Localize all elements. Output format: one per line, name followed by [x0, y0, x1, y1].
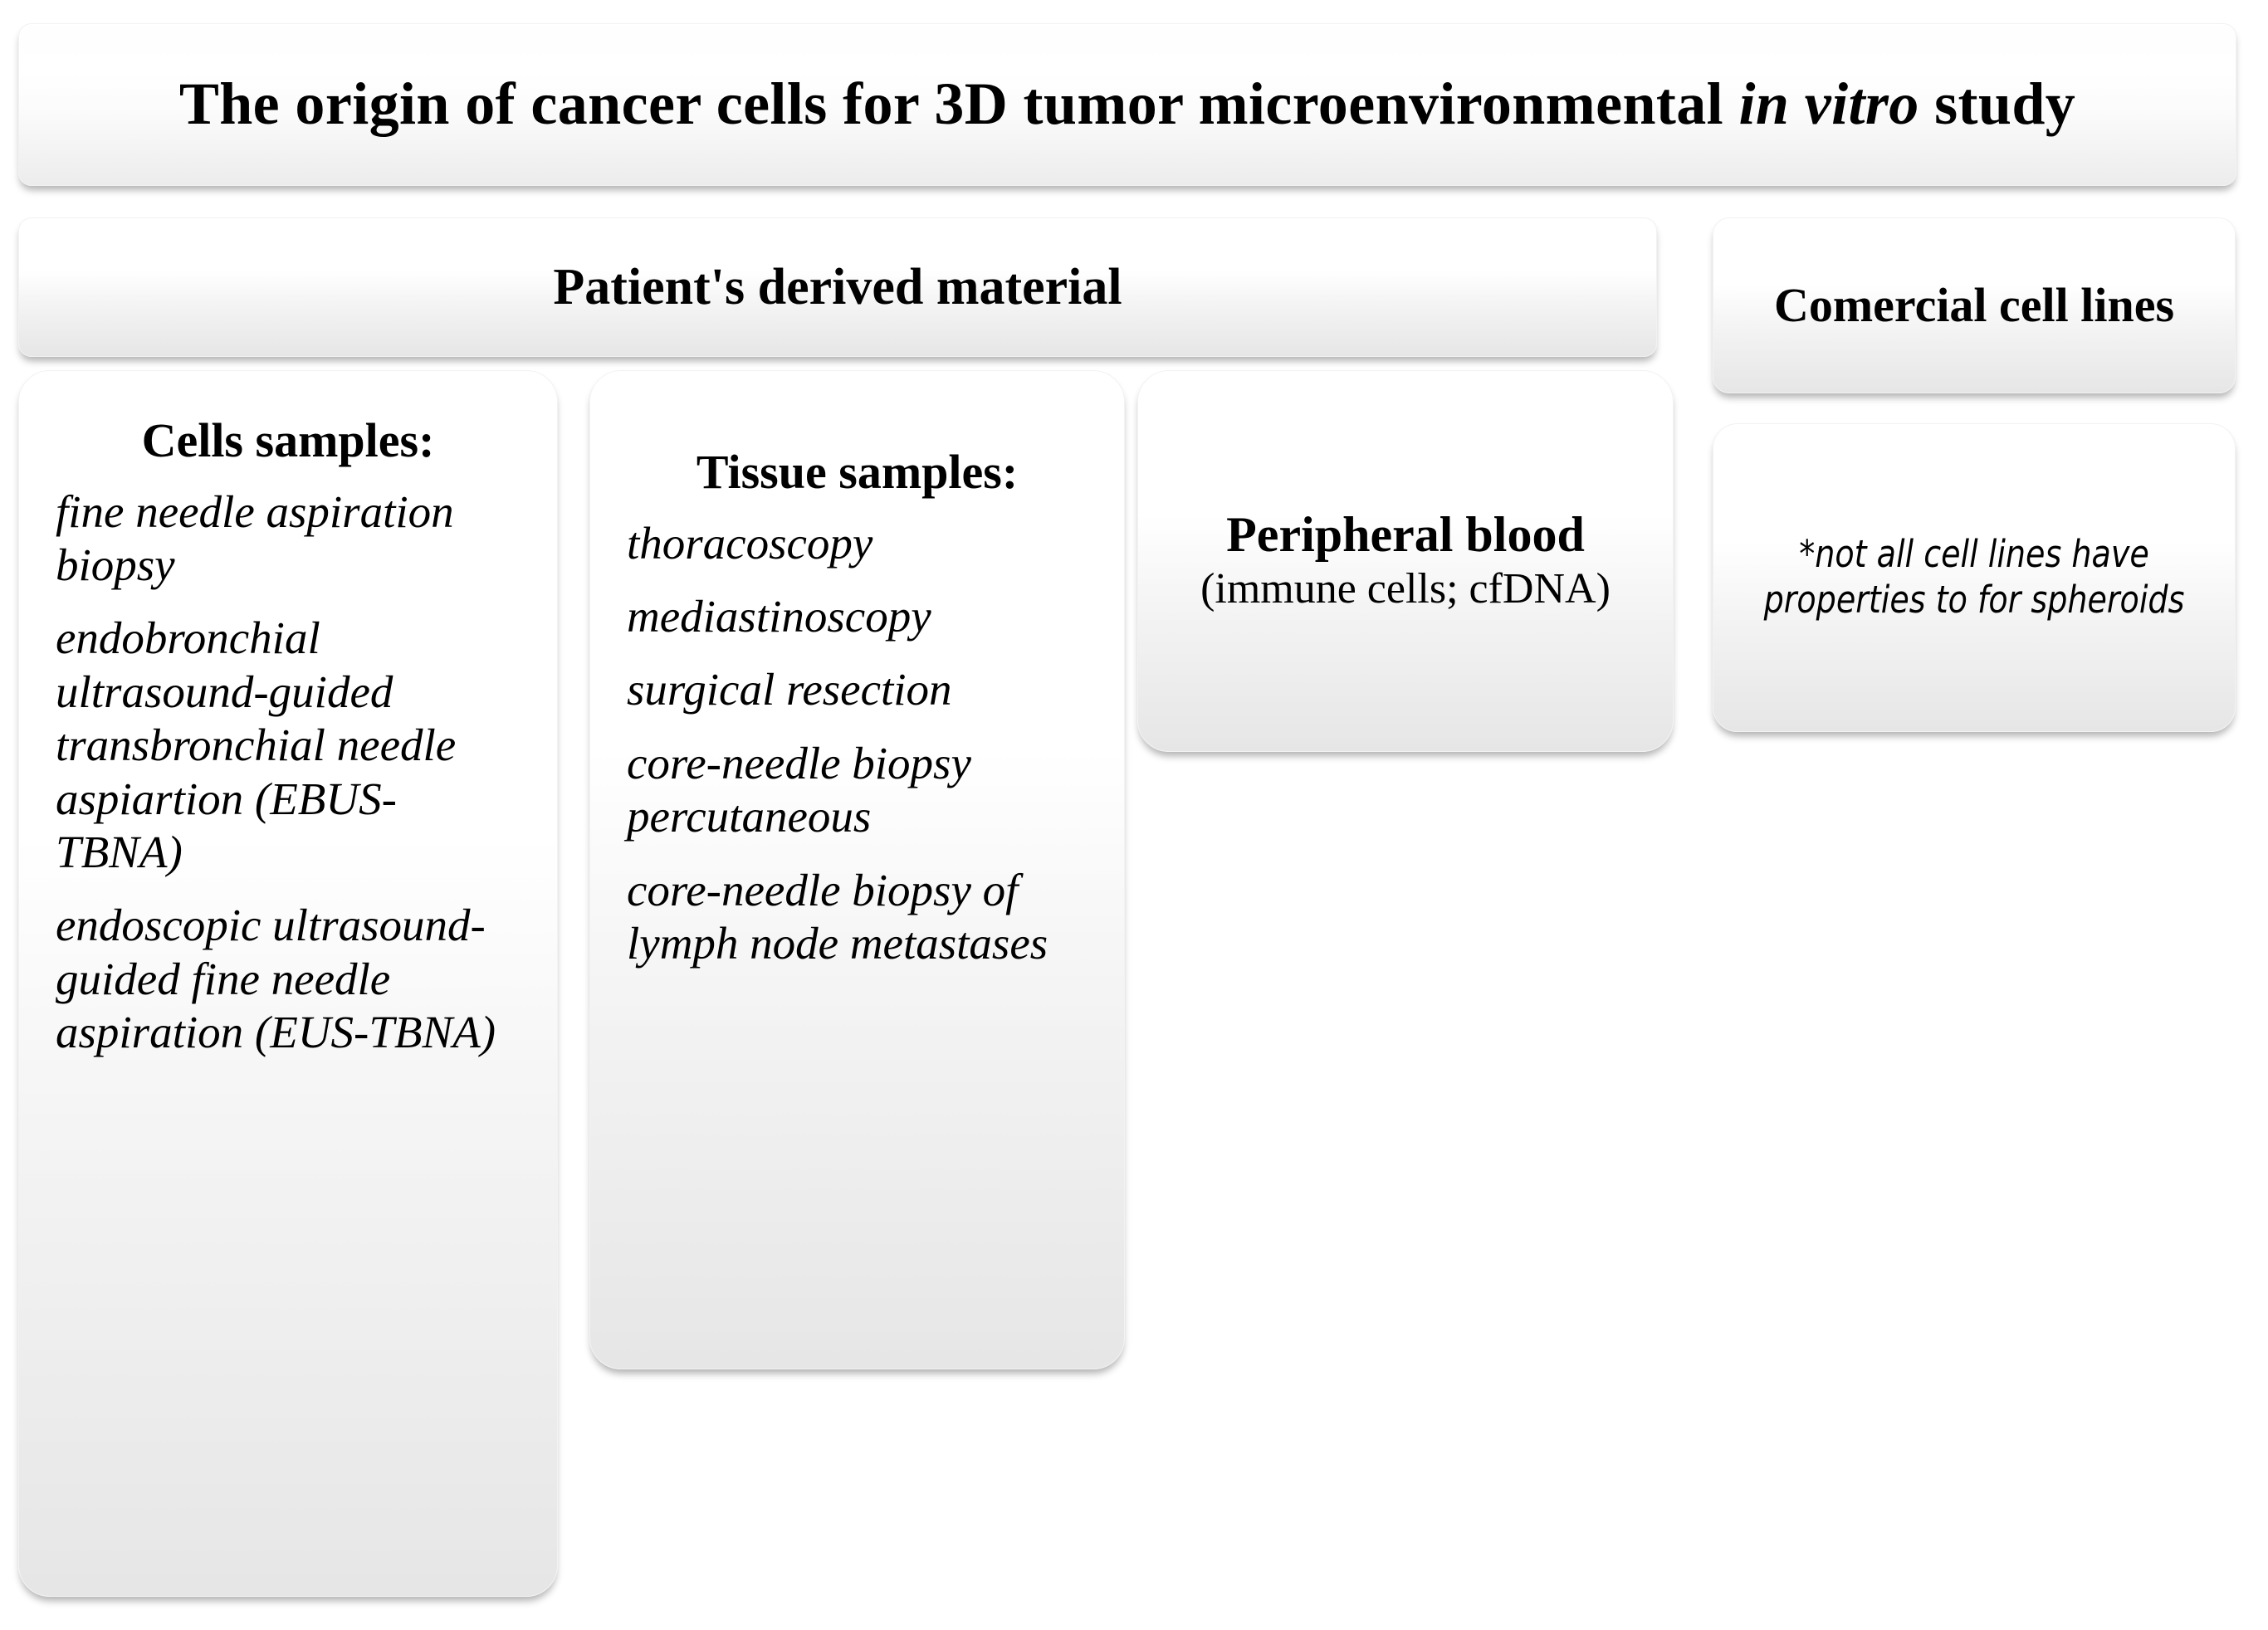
list-item: surgical resection — [627, 664, 952, 715]
list-item: endobronchial ultrasound-guided transbro… — [56, 612, 457, 877]
title-part-after: study — [1919, 71, 2076, 138]
peripheral-blood-title: Peripheral blood — [1226, 507, 1585, 563]
header-patient-derived-material: Patient's derived material — [18, 217, 1657, 357]
card-cells-samples: Cells samples: fine needle aspiration bi… — [18, 370, 558, 1597]
cell-lines-note-text: *not all cell lines have properties to f… — [1763, 532, 2185, 622]
cells-samples-content: Cells samples: fine needle aspiration bi… — [19, 371, 557, 1059]
peripheral-blood-subtitle: (immune cells; cfDNA) — [1200, 565, 1611, 613]
tissue-samples-heading: Tissue samples: — [696, 445, 1019, 499]
card-peripheral-blood: Peripheral blood (immune cells; cfDNA) — [1137, 370, 1674, 752]
title-part-before: The origin of cancer cells for 3D tumor … — [178, 71, 1739, 138]
cells-samples-heading: Cells samples: — [141, 413, 435, 467]
peripheral-blood-content: Peripheral blood (immune cells; cfDNA) — [1180, 508, 1630, 613]
list-item: fine needle aspiration biopsy — [56, 486, 454, 591]
list-item: endoscopic ultrasound-guided fine needle… — [56, 900, 496, 1057]
list-item: core-needle biopsy of lymph node metasta… — [627, 864, 1048, 969]
list-item: thoracoscopy — [627, 517, 873, 569]
page-title: The origin of cancer cells for 3D tumor … — [179, 71, 2075, 137]
card-cell-lines-note: *not all cell lines have properties to f… — [1713, 423, 2236, 732]
title-part-italic: in vitro — [1738, 71, 1919, 138]
list-item: mediastinoscopy — [627, 591, 931, 642]
card-tissue-samples: Tissue samples: thoracoscopy mediastinos… — [589, 370, 1125, 1369]
tissue-samples-list: thoracoscopy mediastinoscopy surgical re… — [627, 517, 1088, 970]
tissue-samples-content: Tissue samples: thoracoscopy mediastinos… — [590, 371, 1124, 970]
list-item: core-needle biopsy percutaneous — [627, 737, 971, 842]
header-commercial-cell-lines: Comercial cell lines — [1713, 217, 2236, 393]
diagram-title-card: The origin of cancer cells for 3D tumor … — [18, 23, 2236, 186]
header-commercial-cell-lines-label: Comercial cell lines — [1773, 278, 2175, 333]
cells-samples-list: fine needle aspiration biopsy endobronch… — [56, 486, 521, 1059]
header-patient-derived-material-label: Patient's derived material — [553, 258, 1122, 315]
